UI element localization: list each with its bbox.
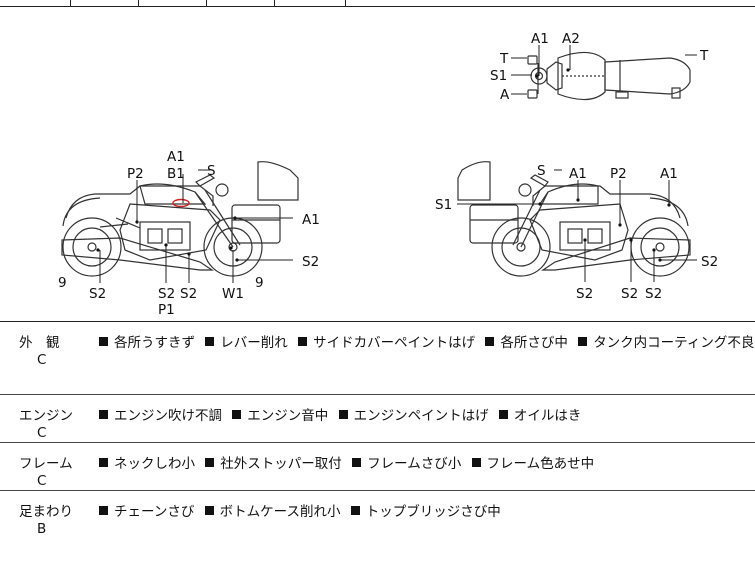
condition-item: レバー削れ bbox=[205, 335, 288, 351]
condition-item: タンク内コーティング不良 bbox=[578, 335, 754, 351]
label-right-P2: P2 bbox=[610, 166, 627, 182]
bullet-square-icon bbox=[485, 337, 495, 346]
row-category: エンジン bbox=[19, 408, 73, 424]
bullet-square-icon bbox=[498, 410, 508, 419]
label-left-S2-right: S2 bbox=[302, 254, 319, 270]
bullet-square-icon bbox=[338, 410, 348, 419]
label-top-T-left: T bbox=[499, 51, 509, 67]
damage-diagram-panel: A1 A2 T S1 A T A1 B1 S P2 A1 S2 9 S2 S2 … bbox=[0, 7, 755, 322]
label-right-A1-b: A1 bbox=[660, 166, 678, 182]
condition-item: サイドカバーペイントはげ bbox=[298, 335, 475, 351]
label-top-T-right: T bbox=[699, 48, 709, 64]
row-category: 外 観 bbox=[19, 335, 60, 351]
condition-item: フレーム色あせ中 bbox=[471, 456, 594, 472]
condition-item: エンジンペイントはげ bbox=[338, 408, 489, 424]
label-left-S2-b: S2 bbox=[180, 286, 197, 302]
row-grade: B bbox=[37, 521, 47, 537]
bullet-square-icon bbox=[204, 506, 214, 515]
label-left-S: S bbox=[207, 163, 216, 179]
label-right-A1-a: A1 bbox=[569, 166, 587, 182]
condition-item: フレームさび小 bbox=[352, 456, 461, 472]
bullet-square-icon bbox=[99, 337, 108, 346]
bullet-square-icon bbox=[298, 337, 308, 346]
label-left-S2-rear: S2 bbox=[89, 286, 106, 302]
previous-table-strip bbox=[0, 0, 755, 7]
row-items: エンジン吹け不調 エンジン音中 エンジンペイントはげ オイルはき bbox=[99, 404, 587, 424]
row-items: チェーンさび ボトムケース削れ小 トップブリッジさび中 bbox=[99, 500, 507, 520]
label-left-A1: A1 bbox=[167, 149, 185, 165]
bullet-square-icon bbox=[205, 337, 215, 346]
condition-item: トップブリッジさび中 bbox=[350, 504, 501, 520]
condition-row-exterior: 外 観 C 各所うすきず レバー削れ サイドカバーペイントはげ 各所さび中 タン… bbox=[0, 322, 755, 395]
strip-cell bbox=[275, 0, 346, 7]
label-right-S2-a: S2 bbox=[576, 286, 593, 302]
label-right-S1: S1 bbox=[435, 197, 452, 213]
bullet-square-icon bbox=[232, 410, 242, 419]
label-right-S2-c: S2 bbox=[645, 286, 662, 302]
label-top-A1: A1 bbox=[531, 31, 549, 47]
bullet-square-icon bbox=[99, 506, 108, 515]
condition-row-engine: エンジン C エンジン吹け不調 エンジン音中 エンジンペイントはげ オイルはき bbox=[0, 395, 755, 443]
label-right-S2-b: S2 bbox=[621, 286, 638, 302]
row-category: 足まわり bbox=[19, 504, 73, 520]
label-left-S2-a: S2 bbox=[158, 286, 175, 302]
row-grade: C bbox=[37, 473, 47, 489]
strip-cell bbox=[0, 0, 71, 7]
left-side-motorcycle bbox=[61, 161, 299, 277]
condition-item: 各所うすきず bbox=[99, 335, 195, 351]
label-left-9-right: 9 bbox=[255, 275, 264, 291]
bullet-square-icon bbox=[352, 458, 362, 467]
condition-row-frame: フレーム C ネックしわ小 社外ストッパー取付 フレームさび小 フレーム色あせ中 bbox=[0, 443, 755, 491]
bullet-square-icon bbox=[205, 458, 215, 467]
condition-item: オイルはき bbox=[498, 408, 581, 424]
bullet-square-icon bbox=[350, 506, 360, 515]
right-side-motorcycle bbox=[457, 161, 691, 277]
condition-item: エンジン音中 bbox=[232, 408, 328, 424]
label-top-A: A bbox=[500, 87, 510, 103]
row-items: ネックしわ小 社外ストッパー取付 フレームさび小 フレーム色あせ中 bbox=[99, 452, 600, 472]
row-grade: C bbox=[37, 352, 47, 368]
label-left-P2: P2 bbox=[127, 166, 144, 182]
row-items: 各所うすきず レバー削れ サイドカバーペイントはげ 各所さび中 タンク内コーティ… bbox=[99, 331, 755, 351]
row-grade: C bbox=[37, 425, 47, 441]
condition-item: エンジン吹け不調 bbox=[99, 408, 222, 424]
strip-cell bbox=[71, 0, 139, 7]
bullet-square-icon bbox=[471, 458, 481, 467]
leader-lines bbox=[99, 45, 697, 283]
condition-item: 社外ストッパー取付 bbox=[205, 456, 342, 472]
motorcycle-diagrams: A1 A2 T S1 A T A1 B1 S P2 A1 S2 9 S2 S2 … bbox=[58, 31, 718, 318]
label-left-B1: B1 bbox=[167, 166, 185, 182]
label-right-S2-d: S2 bbox=[701, 254, 718, 270]
strip-cell bbox=[139, 0, 207, 7]
condition-item: 各所さび中 bbox=[485, 335, 568, 351]
condition-item: ボトムケース削れ小 bbox=[204, 504, 340, 520]
label-right-S: S bbox=[537, 163, 546, 179]
label-top-S1: S1 bbox=[490, 68, 507, 84]
bullet-square-icon bbox=[99, 410, 108, 419]
row-category: フレーム bbox=[19, 456, 73, 472]
top-view-motorcycle bbox=[527, 51, 691, 101]
condition-row-suspension: 足まわり B チェーンさび ボトムケース削れ小 トップブリッジさび中 bbox=[0, 491, 755, 561]
condition-item: ネックしわ小 bbox=[99, 456, 195, 472]
label-top-A2: A2 bbox=[562, 31, 580, 47]
bullet-square-icon bbox=[578, 337, 588, 346]
bullet-square-icon bbox=[99, 458, 108, 467]
label-left-A1-tank: A1 bbox=[302, 212, 320, 228]
label-left-W1: W1 bbox=[222, 286, 244, 302]
strip-cell bbox=[207, 0, 275, 7]
label-left-P1: P1 bbox=[158, 302, 175, 318]
label-left-9-left: 9 bbox=[58, 275, 67, 291]
condition-item: チェーンさび bbox=[99, 504, 194, 520]
